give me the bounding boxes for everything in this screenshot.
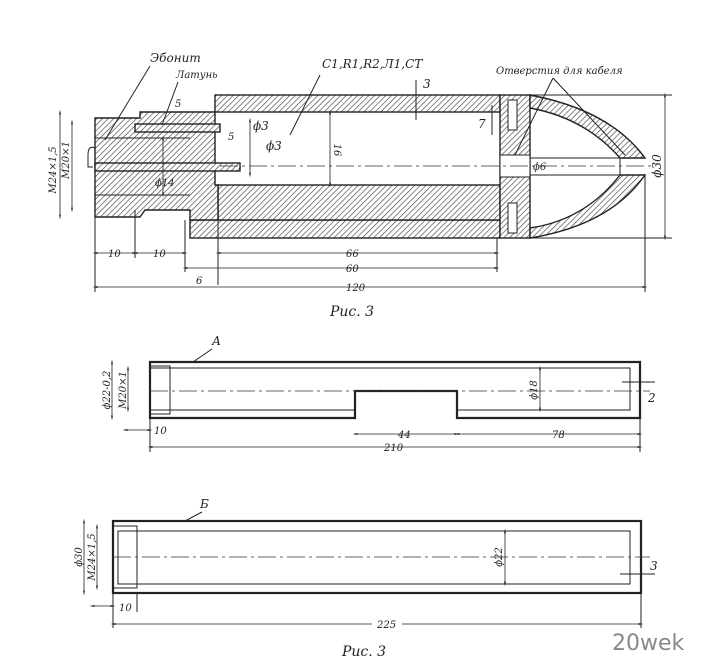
dim-a-d18: ϕ18	[529, 380, 540, 400]
dim-6: 6	[196, 276, 203, 287]
caption-fig3: Рис. 3	[341, 644, 386, 660]
dim-b-d22: ϕ22	[494, 547, 505, 567]
dim-b-thread: M24×1,5	[87, 533, 98, 581]
leader	[184, 511, 203, 522]
watermark: 20wek	[612, 631, 685, 656]
dim-d3a: ϕ3	[253, 119, 269, 133]
label-brass: Латунь	[175, 70, 218, 81]
dim-b-225: 225	[376, 620, 396, 631]
figure-b-tube: Б ϕ30 M24×1,5 ϕ22 3 10 225 Рис. 3	[74, 497, 658, 660]
dim-66: 66	[346, 249, 359, 260]
dim-d30: ϕ30	[650, 154, 664, 178]
dim-gap	[372, 614, 402, 630]
dim-7: 7	[478, 117, 486, 131]
dim-120: 120	[346, 283, 366, 294]
wire-hook-icon	[87, 146, 96, 168]
dim-thread-outer: M24×1,5	[48, 146, 59, 194]
screw-bottom	[507, 202, 518, 234]
leader	[289, 74, 321, 136]
dim-5b: 5	[228, 132, 234, 143]
brass-rod	[94, 162, 241, 172]
dim-thread-inner: M20×1	[61, 141, 72, 180]
label-ebonite: Эбонит	[150, 51, 201, 65]
figure-a-tube: А ϕ22-0,2 M20×1 ϕ18 2 10 44 78 210	[102, 334, 656, 454]
dim-5a: 5	[175, 99, 181, 110]
label-a: А	[211, 334, 221, 348]
dim-a-2: 2	[647, 391, 656, 405]
dim-b-10: 10	[119, 603, 132, 614]
dim-b-3: 3	[650, 559, 658, 573]
nose-cone-top	[529, 94, 647, 159]
leader	[161, 81, 179, 126]
dim-a-210: 210	[383, 443, 404, 454]
label-b: Б	[199, 497, 209, 511]
tube-b-bore	[117, 530, 631, 585]
nose-cone-bottom	[529, 174, 647, 239]
dim-16: 16	[331, 144, 342, 157]
dim-a-thread: M20×1	[118, 371, 129, 410]
dim-a-78: 78	[552, 430, 565, 441]
screw-top	[507, 99, 518, 131]
leader	[514, 77, 554, 156]
dim-a-10: 10	[154, 426, 167, 437]
leader	[192, 348, 213, 363]
dim-a-44: 44	[397, 430, 411, 441]
dim-d3b: ϕ3	[266, 139, 282, 153]
leader	[552, 77, 626, 156]
label-cable-holes: Отверстия для кабеля	[496, 66, 623, 77]
tube-a-bore	[150, 367, 631, 411]
label-components: C1,R1,R2,Л1,CT	[322, 57, 423, 71]
shell-bottom-wall	[189, 219, 501, 239]
leader	[104, 65, 151, 141]
brass-contact-top	[134, 123, 221, 133]
dim-10a: 10	[108, 249, 121, 260]
shell-top-wall	[214, 94, 501, 113]
thread-a	[149, 365, 171, 415]
inner-block	[217, 184, 501, 221]
dim-a-d22: ϕ22-0,2	[102, 371, 113, 410]
figure-1-probe-section: Эбонит Латунь C1,R1,R2,Л1,CT Отверстия д…	[48, 51, 672, 320]
dim-b-d30: ϕ30	[74, 547, 85, 567]
dim-d6: ϕ6	[533, 162, 547, 173]
dim-d14: ϕ14	[155, 178, 175, 189]
dim-10b: 10	[153, 249, 166, 260]
dim-3: 3	[423, 77, 431, 91]
dim-60: 60	[346, 264, 359, 275]
caption-fig1: Рис. 3	[329, 304, 374, 320]
